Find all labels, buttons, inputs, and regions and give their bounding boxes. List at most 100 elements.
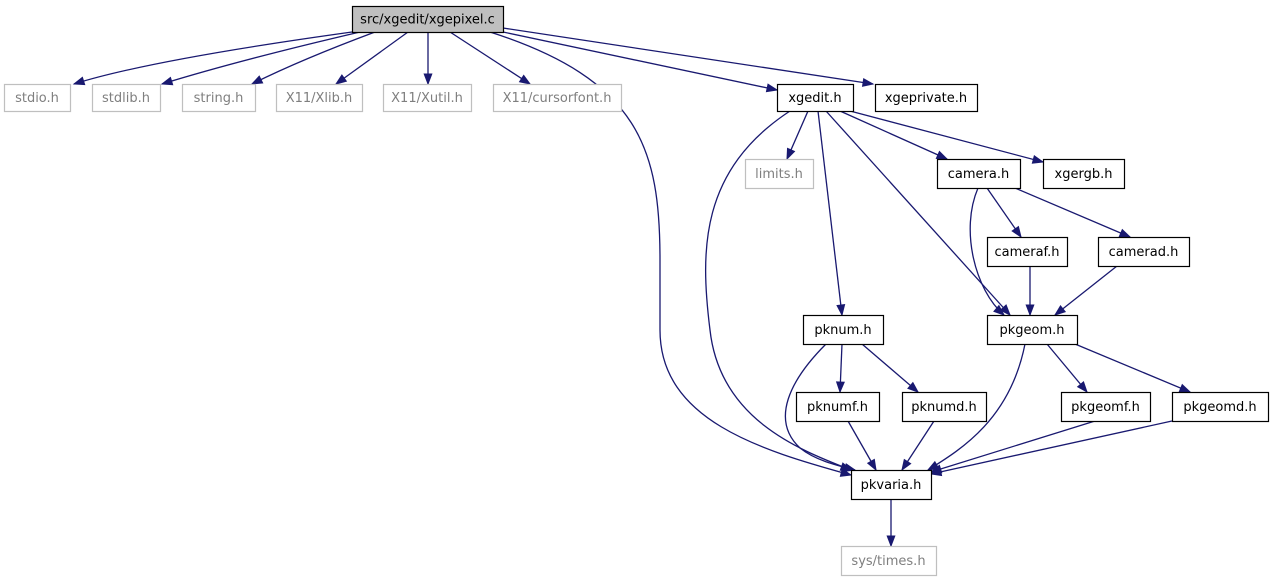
edge-pknumf-h-to-pkvaria-h [847,420,877,472]
edge-line [704,110,852,471]
edge-line [825,110,1011,316]
node-box [850,469,933,501]
edge-pkvaria-h-to-times-h [886,499,896,548]
edge-arrowhead [907,381,920,393]
edge-arrowhead [1118,228,1132,238]
node-box [382,83,473,113]
node-box [275,83,364,113]
node-box [795,391,881,423]
edge-line [1074,343,1191,393]
edge-arrowhead [1076,381,1088,394]
edge-xgedit-h-to-limits-h [786,110,809,161]
edge-pknum-h-to-pkvaria-h [784,343,857,472]
edge-xgedit-h-to-xgergb-h [849,110,1045,164]
node-pkgeomd-h[interactable]: pkgeomd.h [1171,391,1270,423]
edge-arrowhead [993,304,1006,316]
node-xlib-h: X11/Xlib.h [275,83,364,113]
edge-line [930,420,1173,475]
edge-line [849,110,1044,163]
node-box [776,83,855,113]
node-pknum-h[interactable]: pknum.h [802,314,885,346]
edge-line [1054,265,1118,316]
node-camerad-h[interactable]: camerad.h [1097,236,1191,268]
node-label: pkgeomd.h [1183,400,1256,415]
node-label: X11/Xlib.h [286,91,353,106]
node-cameraf-h[interactable]: cameraf.h [986,236,1069,268]
node-box [744,158,815,190]
edge-arrowhead [886,535,896,548]
edge-xgepixel-c-to-cursorfont-h [449,31,532,85]
node-box [874,83,979,113]
edge-line [784,343,856,471]
node-camera-h[interactable]: camera.h [936,158,1022,190]
edge-xgepixel-c-to-xgeprivate-h [502,27,875,87]
node-pknumd-h[interactable]: pknumd.h [901,391,988,423]
node-pkvaria-h[interactable]: pkvaria.h [850,469,933,501]
edge-line [449,31,531,85]
edge-xgepixel-c-to-xgedit-h [502,31,779,93]
node-box [901,391,988,423]
edge-line [73,31,353,85]
node-box [936,158,1022,190]
edge-arrowhead [765,83,779,93]
node-label: stdlib.h [102,91,150,106]
node-label: X11/Xutil.h [391,91,463,106]
edge-arrowhead [935,150,949,160]
node-label: camerad.h [1109,245,1179,260]
node-limits-h: limits.h [744,158,815,190]
node-xgergb-h[interactable]: xgergb.h [1042,158,1126,190]
node-stdlib-h: stdlib.h [91,83,162,113]
node-cursorfont-h: X11/cursorfont.h [492,83,623,113]
edge-line [502,27,874,85]
edge-pknum-h-to-pknumd-h [861,343,920,393]
node-label: pkgeomf.h [1071,400,1140,415]
edge-arrowhead [861,77,875,87]
edge-arrowhead [1011,225,1022,239]
node-label: camera.h [948,167,1009,182]
node-pkgeomf-h[interactable]: pkgeomf.h [1060,391,1152,423]
node-box [181,83,257,113]
edge-arrowhead [1031,154,1045,164]
node-label: pkgeom.h [999,323,1064,338]
node-box [840,545,938,577]
edge-camera-h-to-camerad-h [1014,187,1132,238]
edge-line [861,343,919,393]
node-stdio-h: stdio.h [3,83,72,113]
node-pkgeom-h[interactable]: pkgeom.h [986,314,1079,346]
node-box [91,83,162,113]
edge-line [161,31,361,85]
node-label: pknum.h [814,323,871,338]
edge-arrowhead [843,463,857,472]
node-box [1042,158,1126,190]
edge-arrowhead [835,381,845,394]
node-label: string.h [194,91,244,106]
node-label: src/xgedit/xgepixel.c [360,13,495,28]
edge-xgepixel-c-to-stdlib-h [160,31,361,86]
edge-xgedit-h-to-camera-h [839,110,949,160]
node-box [1060,391,1152,423]
edge-xgedit-h-to-pknum-h [817,110,846,317]
edge-line [251,31,376,85]
edge-line [1014,187,1131,238]
node-label: xgeprivate.h [885,91,967,106]
edge-arrowhead [1178,383,1192,393]
edge-arrowhead [901,458,912,472]
node-xgedit-h[interactable]: xgedit.h [776,83,855,113]
edge-arrowhead [1053,304,1067,316]
edge-arrowhead [518,74,532,85]
edge-camera-h-to-pkgeom-h [969,187,1006,316]
edge-line [930,420,1096,473]
edge-pknumd-h-to-pkvaria-h [901,420,935,472]
edge-cameraf-h-to-pkgeom-h [1025,266,1035,317]
edges-layer [72,27,1192,548]
edge-arrowhead [334,74,348,85]
node-xgeprivate-h[interactable]: xgeprivate.h [874,83,979,113]
node-pknumf-h[interactable]: pknumf.h [795,391,881,423]
node-xutil-h: X11/Xutil.h [382,83,473,113]
node-label: xgedit.h [788,91,841,106]
node-box [986,314,1079,346]
node-label: pknumd.h [911,400,977,415]
node-string-h: string.h [181,83,257,113]
edge-arrowhead [839,468,853,477]
edge-xgepixel-c-to-stdio-h [72,31,353,86]
